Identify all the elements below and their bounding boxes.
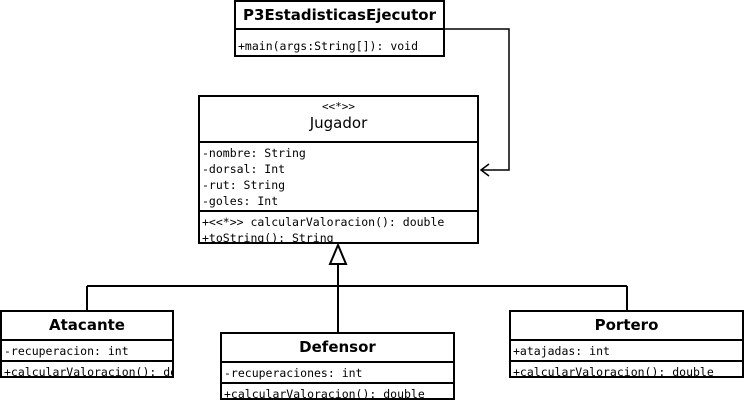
class-defensor[interactable]: Defensor -recuperaciones: int +calcularV… (220, 332, 455, 400)
class-jugador-stereotype: <<*>> (321, 100, 356, 113)
method-row: +calcularValoracion(): double (513, 365, 714, 378)
class-ejecutor-name: P3EstadisticasEjecutor (243, 6, 436, 24)
attribute-row: -recuperaciones: int (224, 366, 363, 380)
class-atacante-methods: +calcularValoracion(): double (2, 360, 172, 378)
class-ejecutor[interactable]: P3EstadisticasEjecutor +main(args:String… (234, 0, 445, 57)
class-portero-attributes: +atajadas: int (511, 341, 742, 360)
class-jugador-name: Jugador (309, 114, 368, 132)
attribute-row: -nombre: String (202, 146, 306, 160)
class-ejecutor-method: +main(args:String[]): void (238, 39, 419, 53)
class-atacante-attributes: -recuperacion: int (2, 341, 172, 360)
class-jugador[interactable]: <<*>> Jugador -nombre: String -dorsal: I… (198, 95, 479, 244)
class-ejecutor-header: P3EstadisticasEjecutor (236, 2, 443, 30)
class-jugador-methods: +<<*>> calcularValoracion(): double +toS… (200, 210, 477, 244)
class-defensor-name: Defensor (299, 338, 376, 356)
attribute-row: +atajadas: int (513, 344, 610, 358)
attribute-row: -recuperacion: int (4, 344, 129, 358)
method-row: +calcularValoracion(): double (4, 365, 172, 378)
attribute-row: -goles: Int (202, 194, 279, 208)
class-atacante-header: Atacante (2, 312, 172, 341)
class-jugador-header: <<*>> Jugador (200, 97, 477, 143)
class-portero-methods: +calcularValoracion(): double (511, 360, 742, 378)
class-defensor-methods: +calcularValoracion(): double (222, 382, 453, 400)
class-portero-name: Portero (594, 316, 659, 334)
class-atacante-name: Atacante (49, 316, 125, 334)
class-atacante[interactable]: Atacante -recuperacion: int +calcularVal… (0, 310, 174, 378)
attribute-row: -dorsal: Int (202, 162, 286, 176)
class-ejecutor-methods: +main(args:String[]): void (236, 30, 443, 55)
attribute-row: -rut: String (202, 178, 286, 192)
class-portero-header: Portero (511, 312, 742, 341)
method-row: +toString(): String (202, 231, 334, 244)
dependency-line (444, 28, 510, 171)
generalization-triangle (328, 242, 348, 265)
dependency-arrowhead (479, 163, 490, 177)
method-row: +<<*>> calcularValoracion(): double (202, 215, 445, 229)
class-portero[interactable]: Portero +atajadas: int +calcularValoraci… (509, 310, 744, 378)
method-row: +calcularValoracion(): double (224, 387, 425, 400)
class-jugador-attributes: -nombre: String -dorsal: Int -rut: Strin… (200, 143, 477, 210)
class-defensor-header: Defensor (222, 334, 453, 363)
class-defensor-attributes: -recuperaciones: int (222, 363, 453, 382)
